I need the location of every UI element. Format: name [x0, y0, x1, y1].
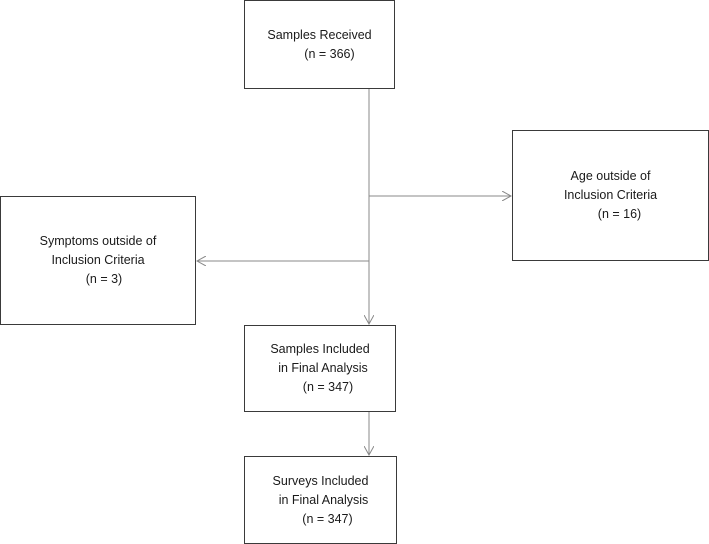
samples-included-label-2: in Final Analysis [278, 361, 368, 375]
age-excluded-count: (n = 16) [597, 207, 642, 221]
samples-included-box: Samples Included in Final Analysis (n = … [244, 325, 396, 412]
surveys-included-label-1: Surveys Included [272, 473, 369, 488]
age-excluded-label-1: Age outside of [570, 169, 651, 183]
samples-received-box: Samples Received (n = 366) [244, 0, 395, 89]
symptoms-excluded-box: Symptoms outside of Inclusion Criteria (… [0, 196, 196, 325]
surveys-included-label-2: in Final Analysis [278, 492, 369, 507]
samples-received-count: (n = 366) [304, 46, 355, 61]
age-excluded-label-2: Inclusion Criteria [563, 188, 658, 202]
symptoms-excluded-count: (n = 3) [85, 272, 123, 286]
symptoms-excluded-label-1: Symptoms outside of [39, 234, 157, 248]
samples-included-count: (n = 347) [302, 380, 354, 394]
symptoms-excluded-label-2: Inclusion Criteria [51, 253, 145, 267]
surveys-included-box: Surveys Included in Final Analysis (n = … [244, 456, 397, 544]
age-excluded-box: Age outside of Inclusion Criteria (n = 1… [512, 130, 709, 261]
surveys-included-count: (n = 347) [302, 511, 353, 526]
samples-received-label: Samples Received [267, 27, 372, 42]
samples-included-label-1: Samples Included [270, 342, 370, 356]
